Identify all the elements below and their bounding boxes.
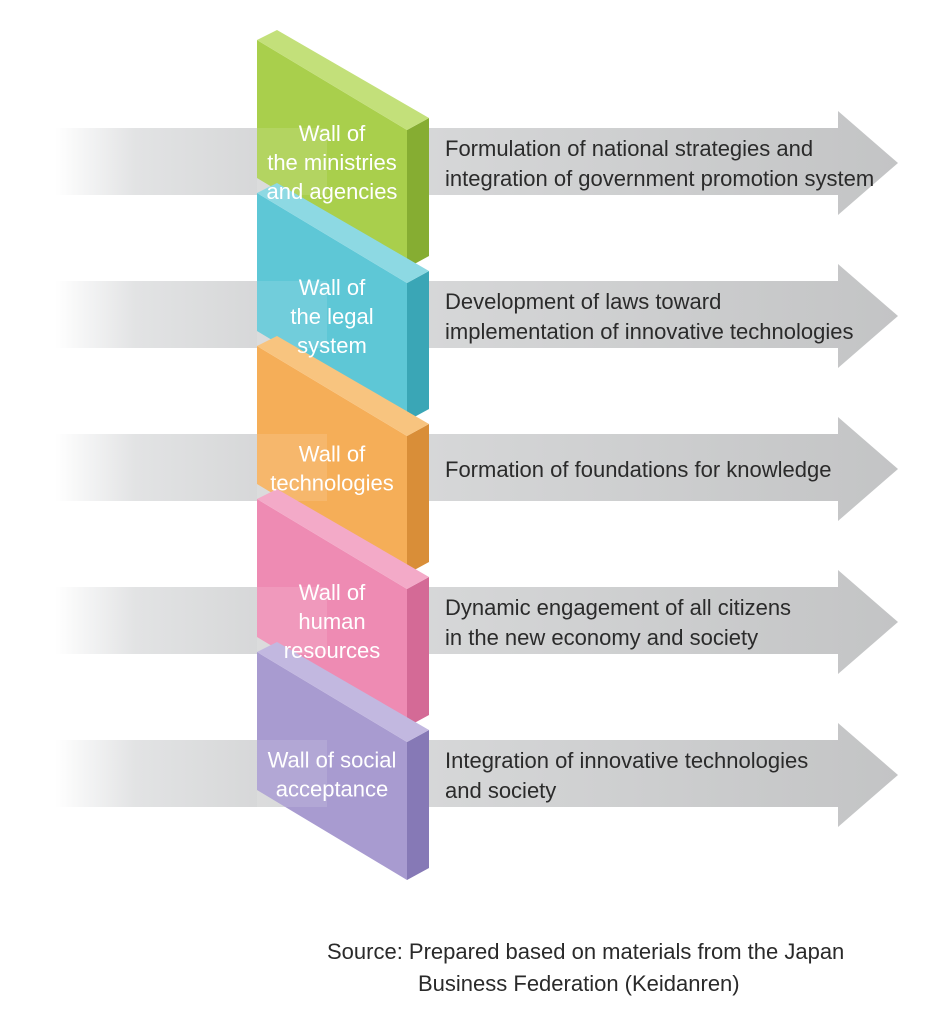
arrow-text-legal-line-1: Development of laws toward — [445, 289, 721, 314]
arrow-tail-human-resources — [55, 587, 285, 654]
wall-social-acceptance — [257, 642, 429, 880]
source-line-1: Source: Prepared based on materials from… — [327, 939, 845, 964]
wall-overlap-social-acceptance — [257, 740, 327, 807]
arrow-text-ministries-line-1: Formulation of national strategies and — [445, 136, 813, 161]
wall-top-ministries — [257, 30, 429, 130]
arrow-human-resources — [429, 570, 898, 674]
wall-human-resources — [257, 489, 429, 727]
wall-ministries — [257, 30, 429, 268]
wall-label-legal-line-1: Wall of — [299, 275, 366, 300]
wall-side-ministries — [407, 118, 429, 268]
source-note: Source: Prepared based on materials from… — [327, 936, 927, 1000]
wall-top-social-acceptance — [257, 642, 429, 742]
wall-label-ministries-line-3: and agencies — [267, 179, 398, 204]
arrow-text-ministries-line-2: integration of government promotion syst… — [445, 166, 874, 191]
arrow-text-human-resources-line-2: in the new economy and society — [445, 625, 758, 650]
wall-label-human-resources-line-1: Wall of — [299, 580, 366, 605]
wall-legal — [257, 183, 429, 421]
wall-top-technologies — [257, 336, 429, 436]
source-line-2: Business Federation (Keidanren) — [418, 971, 740, 996]
wall-side-legal — [407, 271, 429, 421]
arrow-tail-technologies — [55, 434, 285, 501]
wall-front-human-resources — [257, 499, 407, 727]
wall-side-technologies — [407, 424, 429, 574]
wall-overlap-technologies — [257, 434, 327, 501]
wall-label-human-resources-line-2: human — [298, 609, 365, 634]
wall-front-technologies — [257, 346, 407, 574]
wall-technologies — [257, 336, 429, 574]
arrow-text-human-resources-line-1: Dynamic engagement of all citizens — [445, 595, 791, 620]
wall-label-ministries-line-1: Wall of — [299, 121, 366, 146]
wall-overlap-ministries — [257, 128, 327, 195]
wall-label-legal-line-2: the legal — [290, 304, 373, 329]
arrow-tail-legal — [55, 281, 285, 348]
wall-label-technologies-line-2: technologies — [270, 471, 394, 496]
wall-label-legal-line-3: system — [297, 333, 367, 358]
arrow-text-social-acceptance-line-1: Integration of innovative technologies — [445, 748, 808, 773]
wall-label-social-acceptance-line-1: Wall of social — [268, 748, 397, 773]
wall-front-legal — [257, 193, 407, 421]
wall-front-social-acceptance — [257, 652, 407, 880]
wall-label-social-acceptance-line-2: acceptance — [276, 777, 389, 802]
arrow-social-acceptance — [429, 723, 898, 827]
arrow-technologies — [429, 417, 898, 521]
wall-overlap-human-resources — [257, 587, 327, 654]
arrow-text-technologies-line-1: Formation of foundations for knowledge — [445, 457, 831, 482]
wall-side-human-resources — [407, 577, 429, 727]
wall-label-ministries-line-2: the ministries — [267, 150, 397, 175]
arrow-tail-ministries — [55, 128, 285, 195]
arrow-legal — [429, 264, 898, 368]
wall-overlap-legal — [257, 281, 327, 348]
arrow-text-social-acceptance-line-2: and society — [445, 778, 556, 803]
wall-label-technologies-line-1: Wall of — [299, 442, 366, 467]
wall-label-human-resources-line-3: resources — [284, 638, 381, 663]
arrow-ministries — [429, 111, 898, 215]
wall-side-social-acceptance — [407, 730, 429, 880]
wall-front-ministries — [257, 40, 407, 268]
arrow-tail-social-acceptance — [55, 740, 285, 807]
wall-top-human-resources — [257, 489, 429, 589]
wall-top-legal — [257, 183, 429, 283]
arrow-text-legal-line-2: implementation of innovative technologie… — [445, 319, 853, 344]
